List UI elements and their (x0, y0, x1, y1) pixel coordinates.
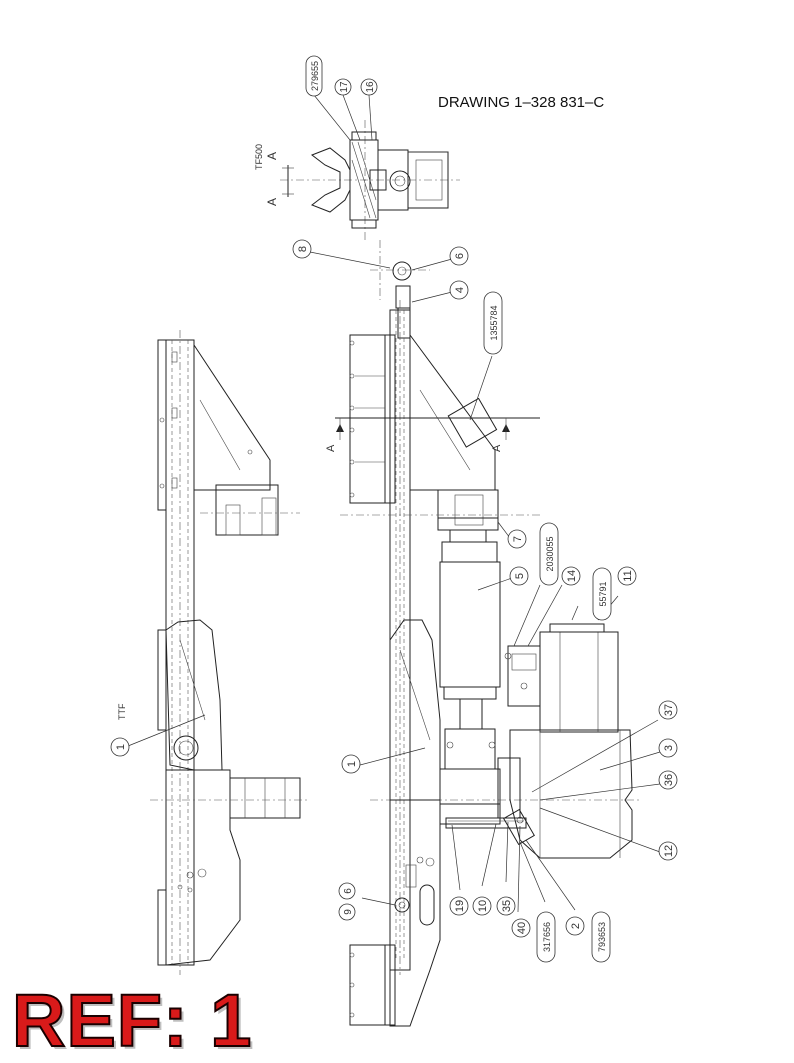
callout-5: 5 (509, 566, 529, 586)
svg-text:19: 19 (454, 900, 466, 912)
callout-36: 36 (658, 770, 678, 790)
svg-text:279655: 279655 (310, 61, 320, 91)
callout-35: 35 (496, 896, 516, 916)
svg-text:6: 6 (454, 253, 466, 259)
callout-8: 8 (292, 239, 312, 259)
callout-317656: 317656 (536, 911, 556, 963)
callout-2030055: 2030055 (539, 522, 559, 586)
callout-1355784: 1355784 (483, 291, 503, 355)
callout-37: 37 (658, 700, 678, 720)
callout-1-left: 1 (110, 737, 130, 757)
svg-text:7: 7 (512, 536, 524, 542)
main-elevation-view: A A (325, 300, 661, 1027)
drawing-title: DRAWING 1–328 831–C (438, 94, 605, 111)
callout-7: 7 (507, 529, 527, 549)
svg-text:6: 6 (343, 888, 354, 894)
svg-text:17: 17 (339, 81, 350, 93)
svg-text:2030055: 2030055 (545, 536, 555, 571)
callout-6-lower: 6 (338, 882, 356, 900)
callout-10: 10 (472, 896, 492, 916)
callout-279655: 279655 (305, 55, 323, 97)
svg-text:1355784: 1355784 (489, 305, 499, 340)
svg-text:2: 2 (570, 923, 582, 929)
callout-793653: 793653 (591, 911, 611, 963)
roller-detail (309, 240, 453, 339)
callout-16: 16 (360, 78, 378, 96)
section-mark-top-1: A (265, 152, 279, 160)
callout-9: 9 (338, 903, 356, 921)
callout-4: 4 (449, 280, 469, 300)
svg-text:16: 16 (365, 81, 376, 93)
svg-text:1: 1 (115, 744, 127, 750)
callout-1-main: 1 (341, 754, 361, 774)
left-elevation-view: TTF (117, 330, 310, 975)
section-mark-2: A (491, 444, 503, 452)
callout-3: 3 (658, 738, 678, 758)
view-label-tf500: TF500 (254, 144, 264, 170)
svg-text:10: 10 (477, 900, 489, 912)
callout-17: 17 (334, 78, 352, 96)
svg-text:55791: 55791 (598, 581, 608, 606)
svg-text:793653: 793653 (597, 922, 607, 952)
svg-text:1: 1 (346, 761, 358, 767)
svg-text:4: 4 (454, 287, 466, 293)
section-view-a-a: A A TF500 (254, 94, 460, 240)
svg-text:37: 37 (663, 704, 675, 716)
callout-40: 40 (511, 918, 531, 938)
callout-6: 6 (449, 246, 469, 266)
callout-2: 2 (565, 916, 585, 936)
svg-text:12: 12 (663, 845, 675, 857)
svg-text:40: 40 (516, 922, 528, 934)
ref-label: REF: 1 (11, 978, 253, 1063)
svg-text:11: 11 (622, 570, 634, 581)
svg-text:14: 14 (566, 570, 578, 582)
callout-55791: 55791 (592, 567, 612, 621)
svg-text:3: 3 (663, 745, 675, 751)
svg-text:36: 36 (663, 774, 675, 786)
callout-14: 14 (561, 566, 581, 586)
view-label-ttf: TTF (117, 703, 127, 720)
svg-text:35: 35 (501, 900, 513, 912)
svg-text:8: 8 (297, 246, 309, 252)
svg-text:317656: 317656 (542, 922, 552, 952)
svg-text:9: 9 (343, 909, 354, 915)
svg-text:5: 5 (514, 573, 526, 579)
callout-12: 12 (658, 841, 678, 861)
callout-19: 19 (449, 896, 469, 916)
callout-bubbles: 279655 17 16 8 6 4 1355784 7 (110, 55, 678, 963)
section-mark-top-2: A (265, 198, 279, 206)
section-mark-1: A (325, 444, 337, 452)
callout-11: 11 (617, 566, 637, 586)
